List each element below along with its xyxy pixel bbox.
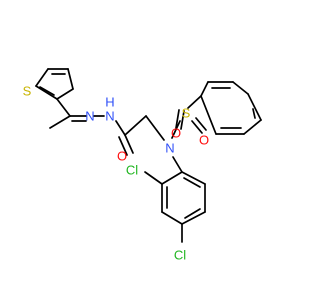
atom-label-thiophene-s: S — [23, 84, 32, 99]
molecule-canvas: S N N H O N S O O Cl Cl — [22, 68, 262, 263]
atom-label-sulfonyl-o-left: O — [171, 126, 181, 141]
bond — [187, 95, 202, 109]
bond — [184, 208, 201, 219]
bond — [49, 115, 71, 129]
bond — [118, 136, 128, 156]
bond — [35, 85, 58, 100]
bond — [145, 115, 165, 141]
atom-label-sulfonyl-s: S — [182, 106, 191, 121]
dichlorophenyl-ring — [144, 156, 206, 243]
atom-label-sulfonamide-n: N — [165, 141, 174, 156]
bond — [35, 68, 49, 87]
bond — [124, 115, 147, 136]
bond — [247, 93, 262, 121]
hydrazone-chain — [49, 98, 126, 136]
atom-label-hydrazone-n2: N — [105, 109, 114, 124]
bond — [175, 109, 180, 129]
thiophene-ring — [35, 68, 74, 100]
bond — [200, 81, 209, 97]
bond — [124, 134, 134, 154]
bond — [243, 119, 262, 135]
atom-label-chloro-meta: Cl — [126, 163, 138, 178]
bond — [183, 177, 201, 188]
atom-label-amide-o: O — [117, 149, 127, 164]
bond — [181, 171, 206, 185]
sulfonyl-group — [171, 95, 207, 139]
bond — [161, 211, 183, 225]
atom-label-sulfonyl-o-right: O — [199, 133, 209, 148]
atom-label-amide-h: H — [105, 95, 114, 110]
atom-label-chloro-para: Cl — [174, 248, 186, 263]
bond — [252, 108, 256, 119]
molecule-structure: S N N H O N S O O Cl Cl — [23, 68, 262, 263]
bond — [195, 117, 207, 131]
bond — [200, 95, 217, 135]
bond — [56, 98, 71, 117]
bond — [56, 88, 74, 100]
bond — [39, 86, 55, 96]
bond — [180, 110, 185, 130]
bond — [171, 120, 181, 139]
atom-label-hydrazone-n1: N — [85, 109, 94, 124]
bond — [172, 156, 183, 173]
bond — [161, 171, 183, 185]
bond — [191, 120, 203, 134]
bond — [232, 81, 249, 95]
bond — [115, 120, 126, 136]
amide-group — [118, 115, 165, 156]
bond — [181, 211, 206, 225]
bond — [144, 171, 163, 185]
phenyl-ring — [200, 81, 262, 135]
bond — [67, 68, 74, 90]
